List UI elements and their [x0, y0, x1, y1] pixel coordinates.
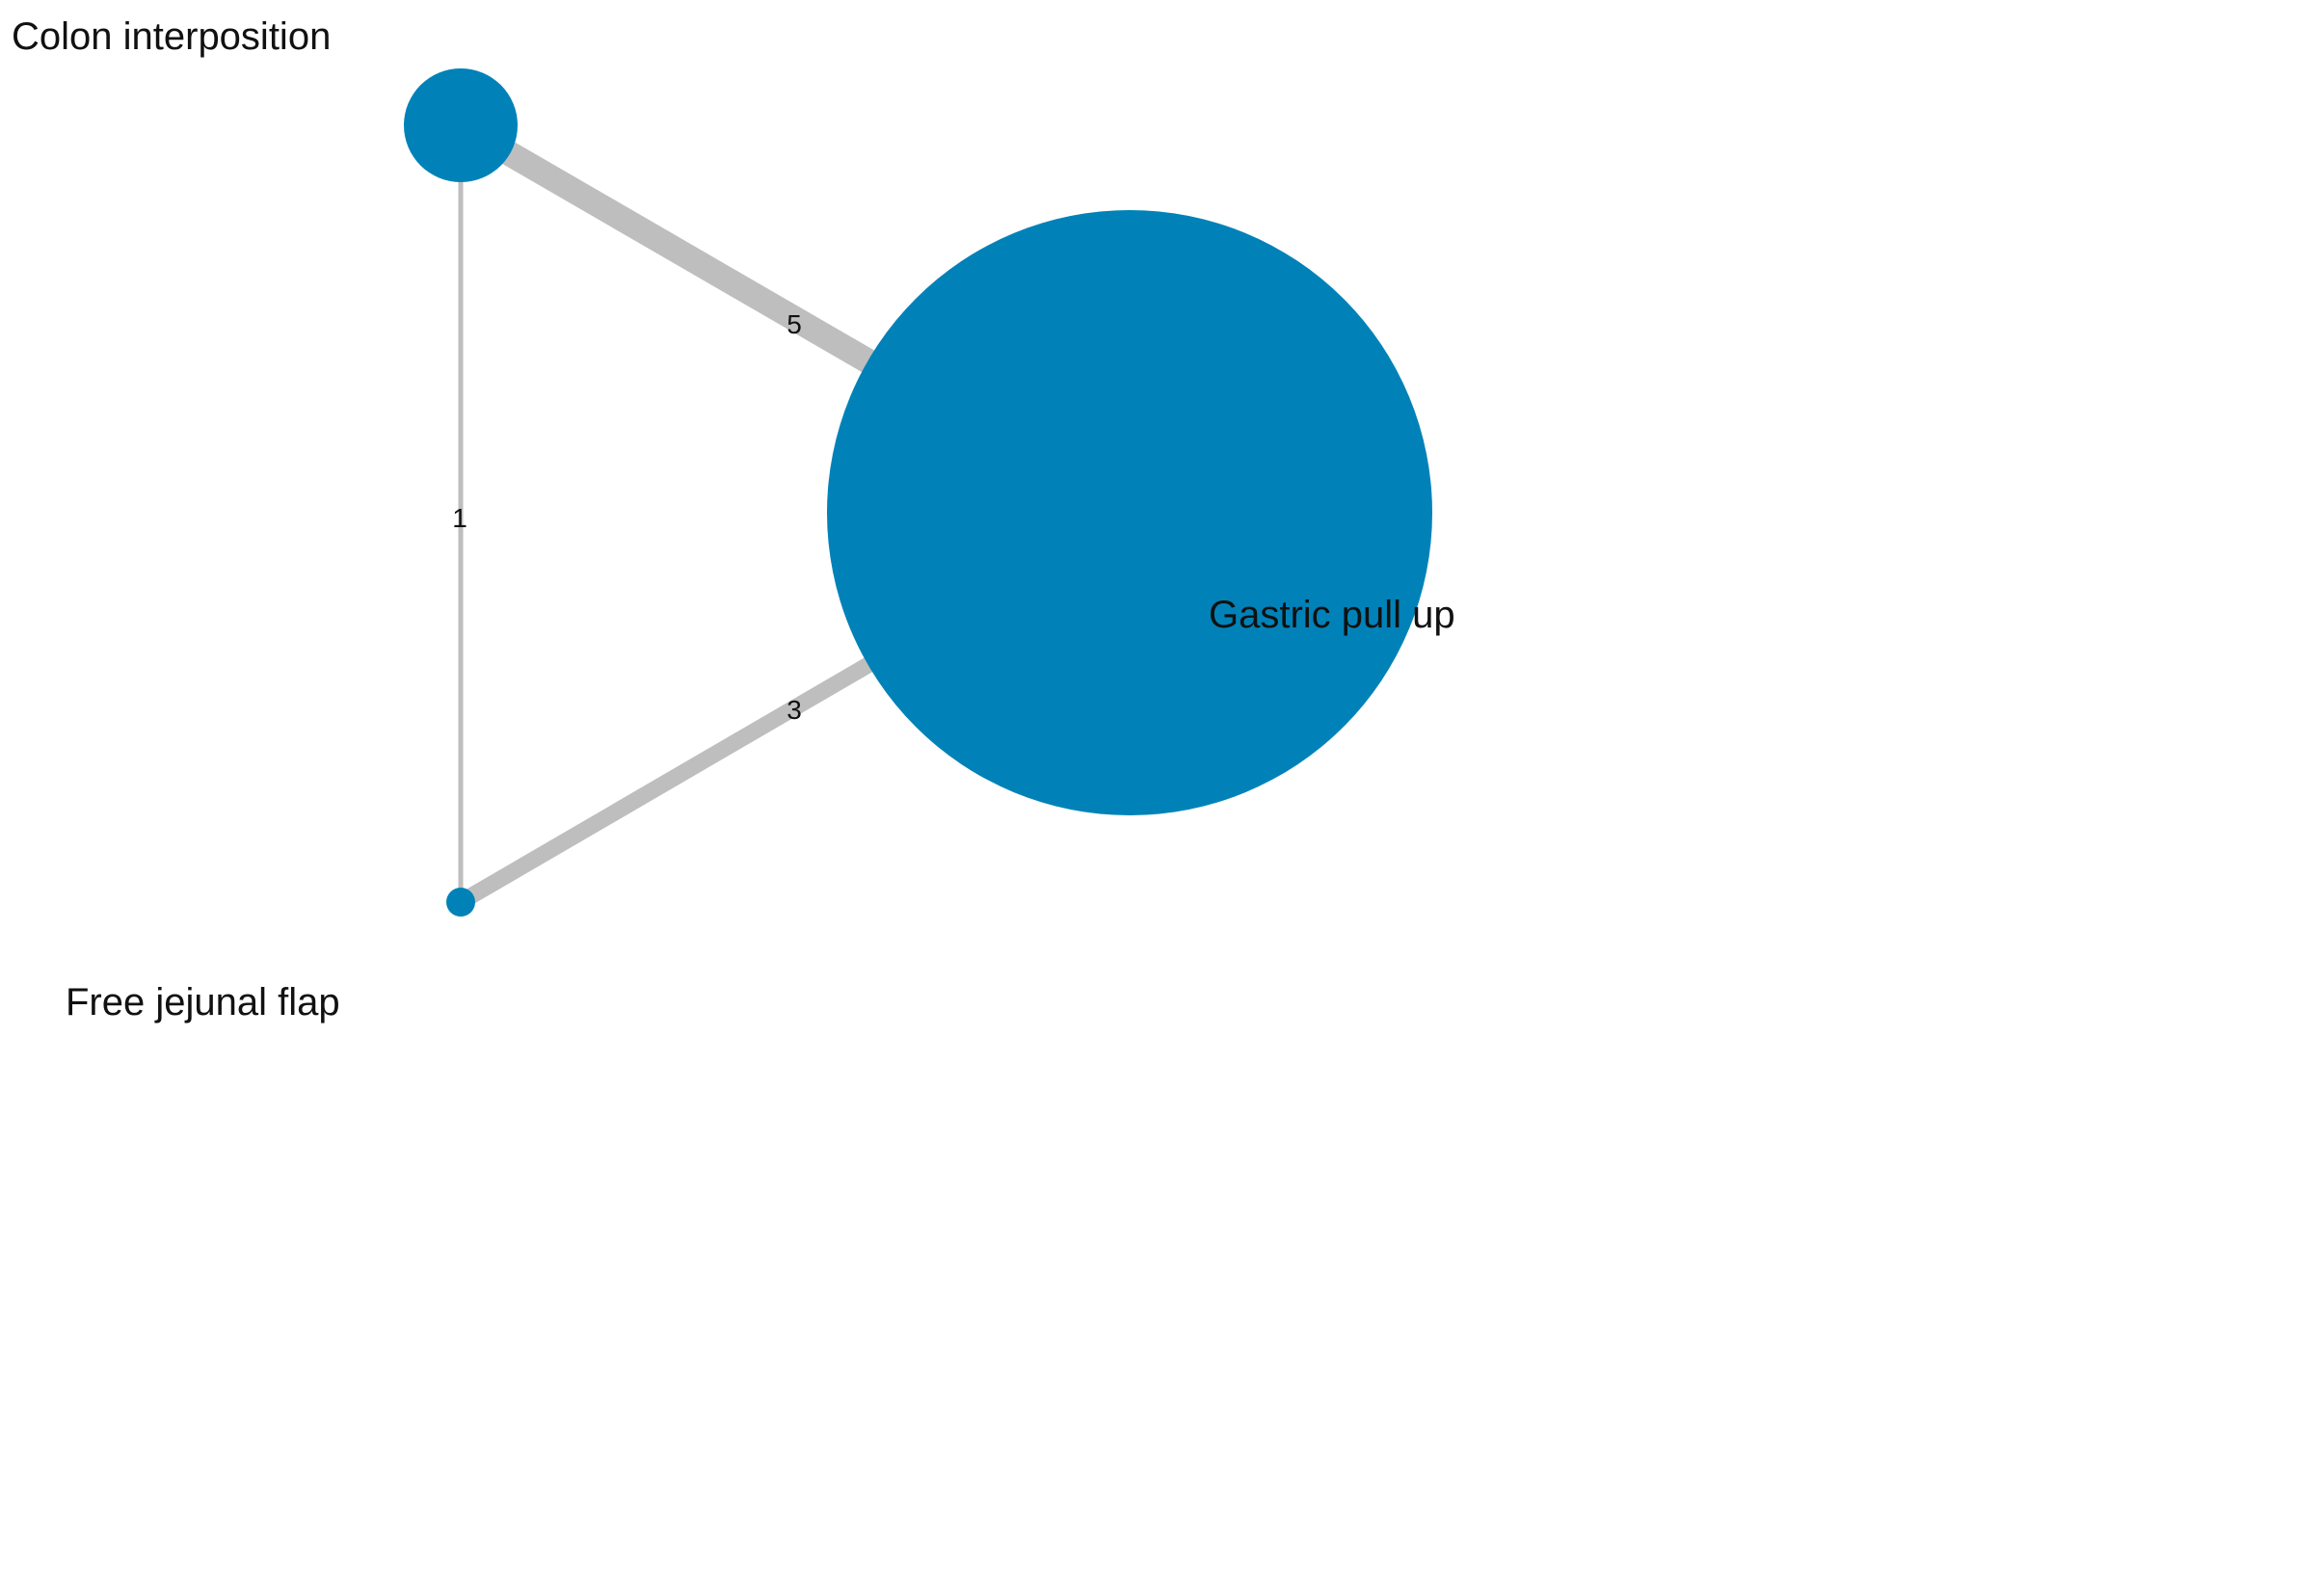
node-label-gastric-pull-up: Gastric pull up: [1209, 594, 1455, 636]
node-label-colon-interposition: Colon interposition: [12, 15, 331, 58]
network-diagram: 5 1 3 Colon interposition Gastric pull u…: [12, 15, 1455, 1024]
node-colon-interposition: [404, 68, 518, 182]
node-free-jejunal-flap: [446, 888, 475, 917]
node-gastric-pull-up: [827, 210, 1432, 815]
edge-label-colon-jejunal: 1: [452, 503, 467, 533]
node-label-free-jejunal-flap: Free jejunal flap: [66, 981, 340, 1024]
edge-label-colon-gastric: 5: [787, 309, 802, 339]
edge-label-jejunal-gastric: 3: [787, 695, 802, 725]
